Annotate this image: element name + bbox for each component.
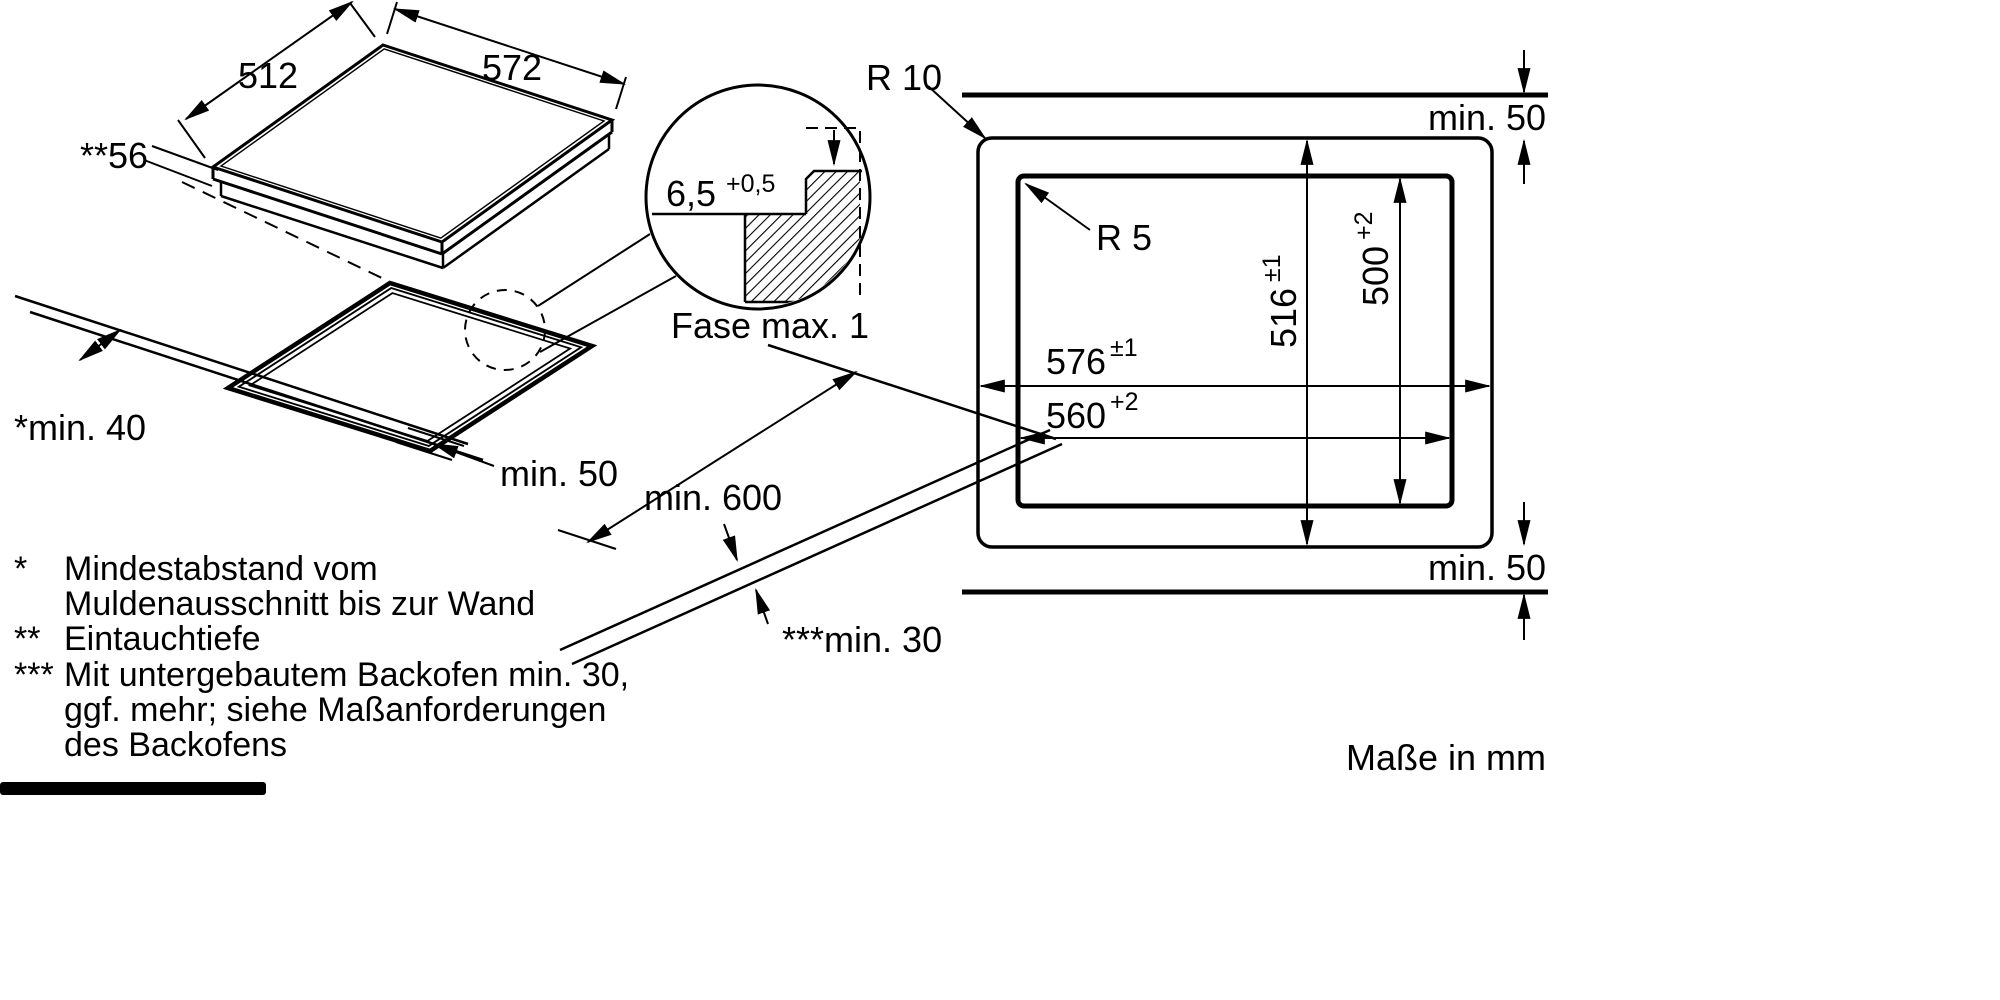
isometric-view: 512 572 **56 *min. 40 min. 50 (14, 0, 1063, 666)
r5-label: R 5 (1096, 217, 1152, 258)
glass-edge-front-right (441, 130, 613, 256)
depth-value-label: 6,5 (666, 173, 716, 214)
dimension-min30: ***min. 30 (722, 523, 942, 660)
worktop-cutout (222, 280, 598, 454)
section-hatch (745, 171, 860, 302)
r10-leader-arrow (927, 85, 987, 140)
dim-512-label: 512 (238, 55, 298, 96)
dim-560-value: 560 (1046, 395, 1106, 436)
min30-arrow-bottom (755, 587, 771, 625)
front-edge-bottom-line (571, 442, 1063, 666)
dimension-560: 560 +2 (1018, 388, 1452, 445)
worktop-front-edge (559, 343, 1063, 666)
dim-576-tolerance: ±1 (1110, 334, 1138, 362)
clearance-bottom-label: min. 50 (1428, 547, 1546, 588)
dimension-56: **56 (80, 135, 219, 187)
r10-label: R 10 (866, 57, 942, 98)
dim-560-tolerance: +2 (1110, 388, 1139, 416)
dim-min30-label: ***min. 30 (782, 619, 942, 660)
dim-min40-label: *min. 40 (14, 407, 146, 448)
dimension-512: 512 (177, 0, 376, 159)
detail-caption: Fase max. 1 (671, 305, 869, 346)
clearance-top-label: min. 50 (1428, 97, 1546, 138)
footnote-line-1a: Mindestabstand vom (64, 550, 378, 588)
body-edge-front-left (220, 194, 444, 270)
dim-min50-label: min. 50 (500, 453, 618, 494)
step-profile (804, 169, 862, 214)
dim-516-value: 516 (1263, 288, 1304, 348)
body-edge-front-right (442, 147, 610, 270)
projection-dashed-line (181, 181, 387, 281)
wall-line-outer (14, 294, 469, 446)
min30-arrow-top (722, 523, 738, 563)
dim-min600-label: min. 600 (644, 477, 782, 518)
dimension-min600: min. 600 (557, 370, 858, 550)
dim-500-tolerance: +2 (1350, 211, 1378, 240)
min600-dimension-line (586, 370, 858, 544)
top-view: R 10 R 5 min. 50 min. 50 516 ±1 (866, 50, 1548, 640)
cooktop (209, 43, 616, 270)
worktop-right-edge (767, 343, 1057, 441)
cropped-text-artifact (0, 782, 266, 795)
dim-56-label: **56 (80, 135, 148, 176)
clearance-bottom: min. 50 (1428, 502, 1546, 640)
min40-arrow (78, 328, 122, 362)
r5-leader-arrow (1024, 182, 1091, 231)
detail-reference (464, 233, 677, 371)
dimension-line-512 (184, 0, 354, 121)
footnotes: * Mindestabstand vom Muldenausschnitt bi… (14, 550, 629, 764)
dimension-516: 516 ±1 (1258, 138, 1314, 547)
cutout-rectangle (1015, 173, 1455, 509)
clearance-top: min. 50 (1428, 50, 1546, 184)
cutout-outline-outer (222, 280, 598, 454)
depth-tolerance-label: +0,5 (726, 170, 775, 198)
dimension-min50-iso: min. 50 (395, 427, 618, 494)
glass-edge-front-left (212, 177, 443, 256)
footnote-marker-3: *** (14, 656, 54, 694)
footnote-line-2: Eintauchtiefe (64, 620, 261, 658)
footnote-line-3a: Mit untergebautem Backofen min. 30, (64, 656, 629, 694)
footnote-line-3b: ggf. mehr; siehe Maßanforderungen (64, 691, 606, 729)
dim-576-value: 576 (1046, 341, 1106, 382)
dimension-500: 500 +2 (1350, 176, 1407, 506)
cutout-outline-mid (236, 287, 584, 447)
footnote-line-1b: Muldenausschnitt bis zur Wand (64, 585, 535, 623)
appliance-outline (976, 136, 1494, 549)
units-label: Maße in mm (1346, 737, 1546, 778)
dimension-line-572 (392, 8, 627, 85)
detail-marker-circle (464, 289, 546, 371)
dimension-572: 572 (386, 1, 627, 110)
footnote-line-3c: des Backofens (64, 726, 287, 764)
dim-572-label: 572 (482, 47, 542, 88)
dimension-min40: *min. 40 (14, 328, 146, 448)
footnote-marker-2: ** (14, 620, 40, 658)
cutout-outline-inner (247, 292, 573, 442)
footnote-marker-1: * (14, 550, 27, 588)
detail-view: 6,5 +0,5 Fase max. 1 (644, 83, 872, 346)
dimension-576: 576 ±1 (978, 334, 1492, 393)
dim-500-value: 500 (1355, 246, 1396, 306)
radius-inner-callout: R 5 (1024, 182, 1152, 258)
radius-outer-callout: R 10 (866, 57, 987, 140)
min50-leader-arrow (431, 443, 495, 467)
dim-516-tolerance: ±1 (1258, 254, 1286, 282)
